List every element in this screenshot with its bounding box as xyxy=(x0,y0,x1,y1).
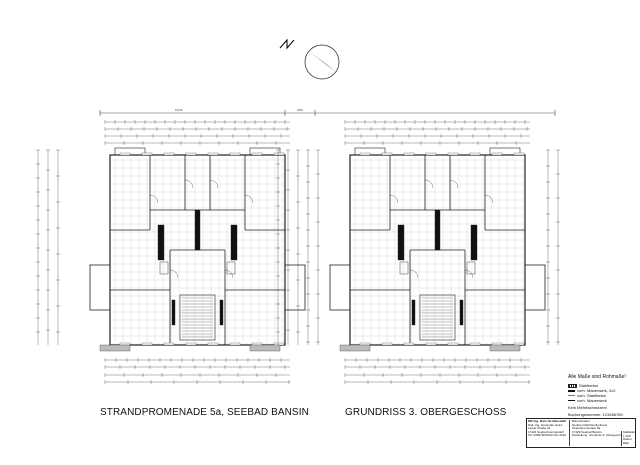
window xyxy=(229,342,241,346)
window xyxy=(513,342,525,346)
balcony xyxy=(489,147,521,156)
window xyxy=(403,342,415,346)
window xyxy=(491,152,503,156)
stairwell xyxy=(179,294,216,341)
concrete-wall xyxy=(459,299,464,326)
door-swing xyxy=(424,179,434,189)
balcony xyxy=(524,264,546,311)
dimension-label: 3,82 xyxy=(297,108,303,112)
window xyxy=(229,152,241,156)
balcony xyxy=(249,147,281,156)
window xyxy=(359,152,371,156)
concrete-wall xyxy=(219,299,224,326)
concrete-wall xyxy=(171,299,176,326)
title-block-company: MG Ing. Büro für Baustatik Dipl.-Ing. Al… xyxy=(528,420,566,438)
window xyxy=(469,342,481,346)
window xyxy=(273,342,285,346)
door-swing xyxy=(224,269,234,279)
window xyxy=(381,152,393,156)
window xyxy=(447,152,459,156)
window xyxy=(403,152,415,156)
window xyxy=(381,342,393,346)
legend-heading: Alle Maße sind Rohmaße! xyxy=(568,374,626,380)
legend-item: Stahlbeton xyxy=(568,383,636,388)
poché xyxy=(489,344,521,352)
door-swing xyxy=(449,179,459,189)
concrete-wall xyxy=(470,224,478,261)
concrete-wall xyxy=(157,224,165,261)
concrete-wall xyxy=(397,224,405,261)
dimension-label: 16,52 xyxy=(175,108,183,112)
poché xyxy=(249,344,281,352)
legend-item: vorh. Stahlbeton xyxy=(568,393,636,398)
concrete-wall xyxy=(434,209,441,251)
concrete-wall xyxy=(194,209,201,251)
window xyxy=(185,342,197,346)
window xyxy=(425,152,437,156)
door-swing xyxy=(484,194,494,204)
window xyxy=(119,342,131,346)
poché xyxy=(339,344,371,352)
north-arrow-icon xyxy=(279,38,340,80)
window xyxy=(251,152,263,156)
drawing-title: GRUNDRISS 3. OBERGESCHOSS xyxy=(345,407,507,418)
legend-item: vorh. Mauerwerk, 2x2 xyxy=(568,388,636,393)
poché xyxy=(99,344,131,352)
door-swing xyxy=(244,194,254,204)
door-swing xyxy=(169,269,179,279)
grey-swatch-icon xyxy=(568,395,575,396)
bathtub xyxy=(226,261,236,275)
door-swing xyxy=(464,269,474,279)
balcony xyxy=(329,264,351,311)
title-block: MG Ing. Büro für Baustatik Dipl.-Ing. Al… xyxy=(526,418,636,448)
window xyxy=(273,152,285,156)
exterior-wall xyxy=(349,154,526,346)
line-swatch-icon xyxy=(568,400,575,401)
concrete-wall xyxy=(411,299,416,326)
concrete-wall xyxy=(230,224,238,261)
bathtub xyxy=(466,261,476,275)
window xyxy=(141,342,153,346)
window xyxy=(425,342,437,346)
title-block-meta: Maßstab 1:100 Datum Blatt xyxy=(621,431,635,446)
window xyxy=(163,342,175,346)
window xyxy=(447,342,459,346)
window xyxy=(119,152,131,156)
door-swing xyxy=(184,179,194,189)
exterior-wall xyxy=(109,154,286,346)
window xyxy=(513,152,525,156)
project-title: STRANDPROMENADE 5a, SEEBAD BANSIN xyxy=(100,407,309,418)
window xyxy=(469,152,481,156)
door-swing xyxy=(409,269,419,279)
window xyxy=(163,152,175,156)
balcony xyxy=(284,264,306,311)
window xyxy=(141,152,153,156)
stairwell xyxy=(419,294,456,341)
legend-note: Buchungsnummer: 123456789 xyxy=(568,412,623,417)
legend-item: vorh. Mauerwerk xyxy=(568,398,636,403)
window xyxy=(359,342,371,346)
door-swing xyxy=(209,179,219,189)
balcony xyxy=(89,264,111,311)
window xyxy=(491,342,503,346)
solid-swatch-icon xyxy=(568,389,575,392)
hatch-swatch-icon xyxy=(568,383,577,388)
door-swing xyxy=(149,194,159,204)
legend: Alle Maße sind Rohmaße! Stahlbeton vorh.… xyxy=(568,375,636,417)
door-swing xyxy=(389,194,399,204)
legend-note: Kein Mehrfachnutzen! xyxy=(568,405,607,410)
window xyxy=(207,152,219,156)
title-block-project: Bauvorhaben: Neubau Mehrfamilienhaus Str… xyxy=(569,420,622,446)
bathtub xyxy=(159,261,169,275)
bathtub xyxy=(399,261,409,275)
window xyxy=(185,152,197,156)
window xyxy=(207,342,219,346)
window xyxy=(251,342,263,346)
